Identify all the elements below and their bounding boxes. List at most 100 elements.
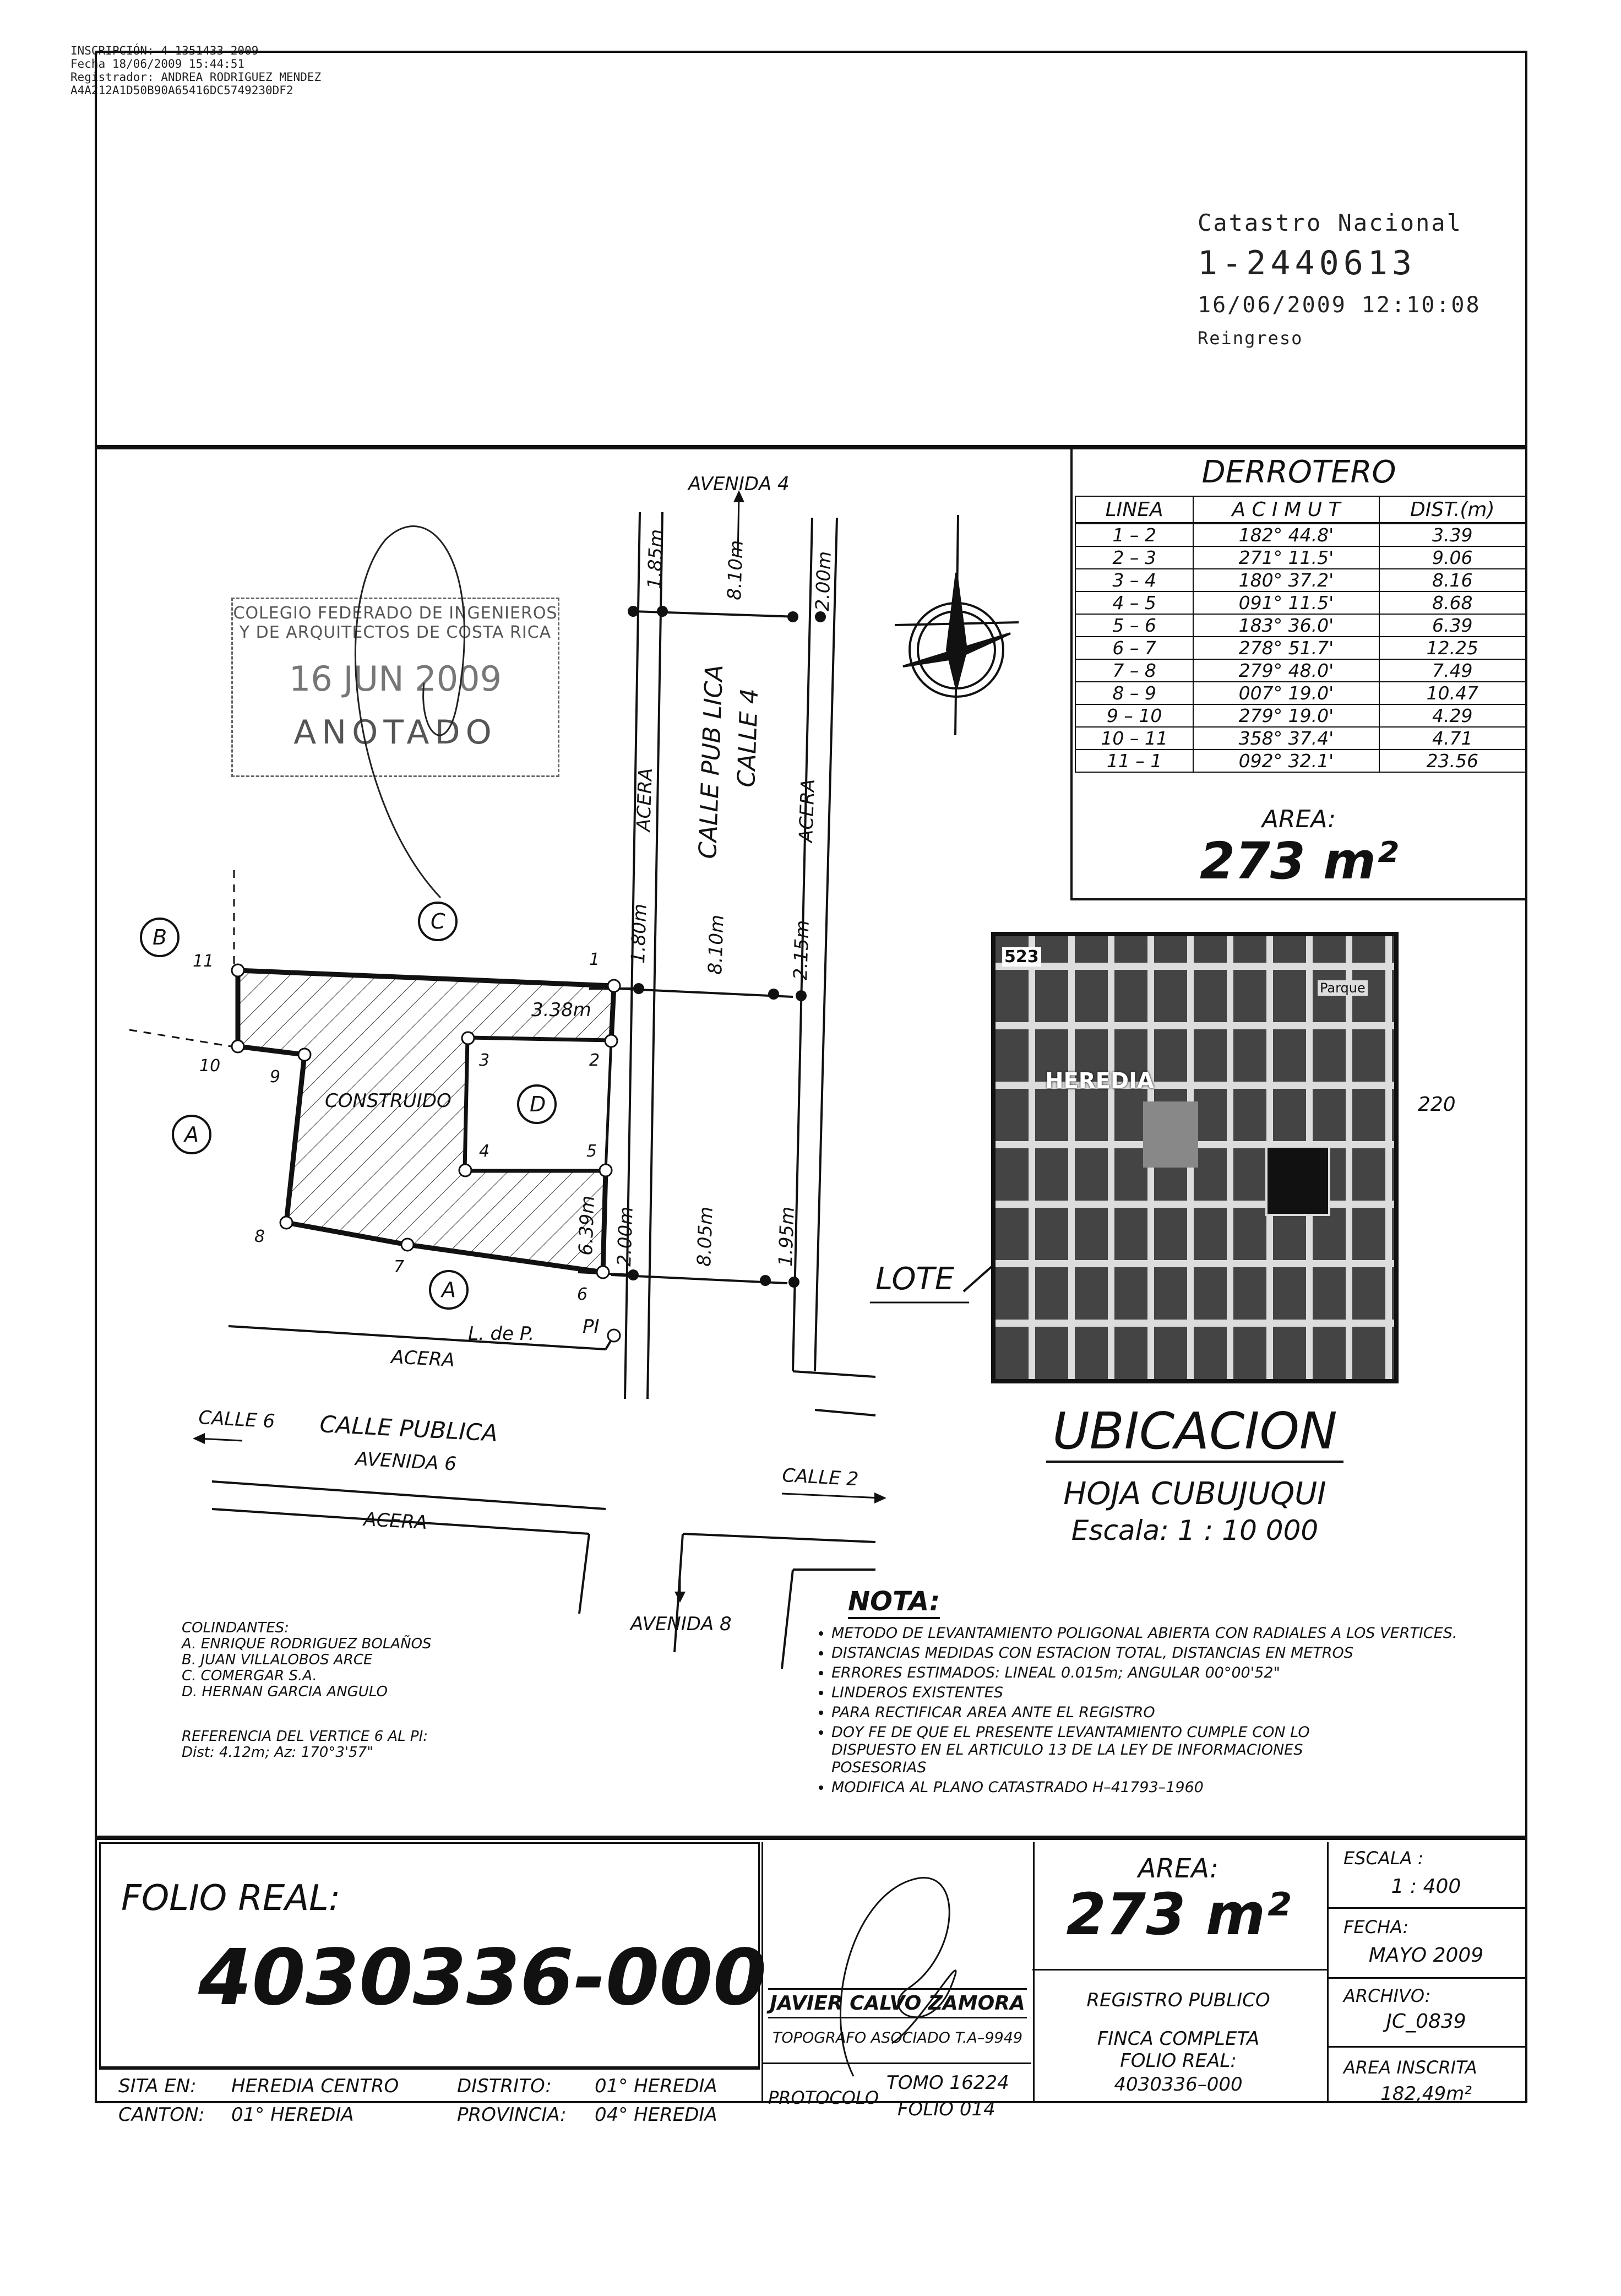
stamp-line1: COLEGIO FEDERADO DE INGENIEROS bbox=[233, 604, 558, 623]
vertex-label: 3 bbox=[479, 1051, 489, 1070]
fecha-line: Fecha 18/06/2009 15:44:51 bbox=[70, 57, 245, 70]
cell: 4 – 5 bbox=[1074, 591, 1194, 615]
north-arrow-icon bbox=[894, 514, 1019, 736]
cell: 1 – 2 bbox=[1074, 523, 1194, 547]
footer-area-label: AREA: bbox=[1138, 1853, 1219, 1884]
label-calle-publica-h: CALLE PUBLICA bbox=[319, 1410, 498, 1447]
cell: 6 – 7 bbox=[1074, 636, 1194, 660]
vertex-label: 8 bbox=[254, 1227, 265, 1246]
plan-frame bbox=[95, 447, 1527, 1838]
cell: 10.47 bbox=[1378, 681, 1527, 705]
cell: 11 – 1 bbox=[1074, 749, 1194, 773]
label-l-de-p: L. de P. bbox=[468, 1323, 535, 1345]
dim-2-15: 2.15m bbox=[790, 920, 814, 980]
letter-d: D bbox=[530, 1092, 546, 1116]
derrotero-title: DERROTERO bbox=[1201, 454, 1396, 490]
hash-line: A4A212A1D50B90A65416DC5749230DF2 bbox=[70, 84, 293, 97]
vertex-label: 6 bbox=[577, 1285, 588, 1304]
nota-item: ERRORES ESTIMADOS: LINEAL 0.015m; ANGULA… bbox=[831, 1664, 1525, 1682]
cell: 4.29 bbox=[1378, 704, 1527, 728]
cell: 8.68 bbox=[1378, 591, 1527, 615]
vertex-label: 9 bbox=[270, 1067, 280, 1087]
label-calle-2: CALLE 2 bbox=[782, 1464, 860, 1490]
dim-8-10b: 8.10m bbox=[704, 914, 728, 975]
cell: 183° 36.0' bbox=[1193, 614, 1380, 637]
label-avenida-6: AVENIDA 6 bbox=[354, 1448, 457, 1475]
colindante-a: A. ENRIQUE RODRIGUEZ BOLAÑOS bbox=[182, 1636, 432, 1652]
hoja-label: HOJA CUBUJUQUI bbox=[1063, 1476, 1326, 1512]
cell: 279° 19.0' bbox=[1193, 704, 1380, 728]
cell: 8 – 9 bbox=[1074, 681, 1194, 705]
dim-8-10a: 8.10m bbox=[724, 540, 748, 600]
cell: 4.71 bbox=[1378, 726, 1527, 750]
cell: 279° 48.0' bbox=[1193, 659, 1380, 682]
cell: 2 – 3 bbox=[1074, 546, 1194, 569]
cell: 180° 37.2' bbox=[1193, 568, 1380, 592]
cell: 7.49 bbox=[1378, 659, 1527, 682]
label-acera-left: ACERA bbox=[633, 768, 657, 833]
catastro-block: Catastro Nacional 1-2440613 16/06/2009 1… bbox=[1198, 209, 1481, 349]
derrotero-area-value: 273 m² bbox=[1199, 832, 1399, 891]
surveyor-name: JAVIER CALVO ZAMORA bbox=[768, 1988, 1027, 2018]
street-lines bbox=[211, 512, 876, 1669]
letter-c: C bbox=[431, 909, 445, 933]
footer-left-cell bbox=[99, 1842, 760, 2068]
distrito-value: 01° HEREDIA bbox=[595, 2075, 717, 2097]
dim-8-05: 8.05m bbox=[693, 1206, 717, 1267]
folio-real-label: FOLIO REAL: bbox=[121, 1878, 341, 1919]
dim-1-85: 1.85m bbox=[644, 529, 668, 589]
protocolo-label: PROTOCOLO bbox=[768, 2087, 879, 2108]
label-acera-h1: ACERA bbox=[390, 1346, 455, 1371]
map-city-label: HEREDIA bbox=[1045, 1068, 1154, 1094]
colindante-c: C. COMERGAR S.A. bbox=[182, 1668, 317, 1684]
surveyor-role: TOPOGRAFO ASOCIADO T.A–9949 bbox=[772, 2029, 1023, 2047]
dim-2-00b: 2.00m bbox=[613, 1206, 638, 1267]
dim-2-00a: 2.00m bbox=[812, 551, 836, 611]
escala-ubicacion: Escala: 1 : 10 000 bbox=[1071, 1515, 1319, 1546]
letter-a-bottom: A bbox=[440, 1278, 456, 1302]
cell: 091° 11.5' bbox=[1193, 591, 1380, 615]
nota-item: MODIFICA AL PLANO CATASTRADO H–41793–196… bbox=[831, 1779, 1525, 1796]
vertex-markers bbox=[231, 963, 621, 1343]
footer-location-row bbox=[99, 2068, 760, 2104]
colindantes-block: COLINDANTES: A. ENRIQUE RODRIGUEZ BOLAÑO… bbox=[182, 1620, 432, 1761]
nota-item: DOY FE DE QUE EL PRESENTE LEVANTAMIENTO … bbox=[831, 1724, 1382, 1777]
vertex-label: 2 bbox=[589, 1051, 600, 1070]
distrito-label: DISTRITO: bbox=[457, 2075, 552, 2097]
canton-value: 01° HEREDIA bbox=[231, 2104, 354, 2126]
nota-item: METODO DE LEVANTAMIENTO POLIGONAL ABIERT… bbox=[831, 1625, 1525, 1642]
letter-a-left: A bbox=[183, 1122, 199, 1147]
col-dist: DIST.(m) bbox=[1378, 496, 1527, 524]
colindantes-title: COLINDANTES: bbox=[182, 1620, 290, 1636]
label-avenida-4: AVENIDA 4 bbox=[687, 473, 790, 495]
label-construido: CONSTRUIDO bbox=[325, 1090, 452, 1112]
cell: 5 – 6 bbox=[1074, 614, 1194, 637]
map-sheet-number: 523 bbox=[1002, 947, 1041, 967]
nota-item: LINDEROS EXISTENTES bbox=[831, 1684, 1525, 1702]
catastro-datetime: 16/06/2009 12:10:08 bbox=[1198, 292, 1481, 318]
registrador-line: Registrador: ANDREA RODRIGUEZ MENDEZ bbox=[70, 70, 322, 84]
label-pi: PI bbox=[583, 1316, 600, 1338]
nota-item: PARA RECTIFICAR AREA ANTE EL REGISTRO bbox=[831, 1704, 1525, 1722]
finca-folio-label: FOLIO REAL: bbox=[1120, 2050, 1237, 2072]
label-calle-4: CALLE 4 bbox=[732, 688, 764, 788]
dim-3-38: 3.38m bbox=[531, 999, 591, 1021]
stamp-word: ANOTADO bbox=[293, 713, 497, 752]
stamp-date: 16 JUN 2009 bbox=[289, 659, 502, 699]
nota-list: METODO DE LEVANTAMIENTO POLIGONAL ABIERT… bbox=[815, 1625, 1525, 1799]
sita-value: HEREDIA CENTRO bbox=[231, 2075, 399, 2097]
label-avenida-8: AVENIDA 8 bbox=[629, 1613, 732, 1635]
folio-value: FOLIO 014 bbox=[897, 2098, 996, 2120]
dim-1-95: 1.95m bbox=[775, 1206, 799, 1267]
derrotero-box bbox=[1070, 447, 1527, 900]
vertex-label: 7 bbox=[394, 1257, 404, 1277]
cell: 007° 19.0' bbox=[1193, 681, 1380, 705]
cell: 9.06 bbox=[1378, 546, 1527, 569]
vertex-label: 4 bbox=[479, 1142, 489, 1161]
